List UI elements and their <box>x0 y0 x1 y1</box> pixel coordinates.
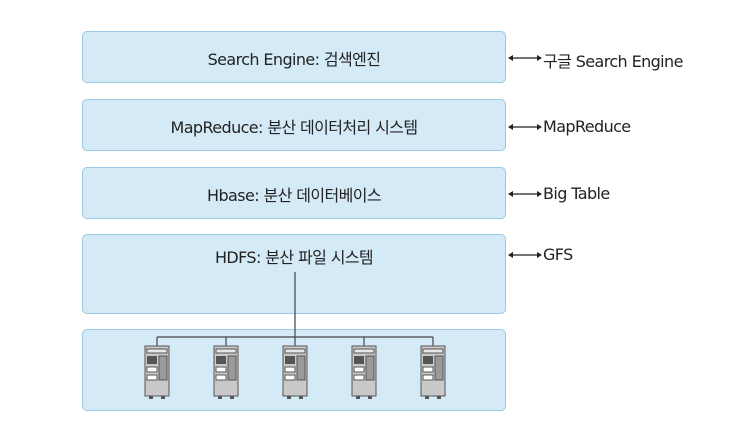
layer-hdfs: HDFS: 분산 파일 시스템 <box>82 234 506 314</box>
layer-hbase-label: Hbase: 분산 데이터베이스 <box>207 186 382 205</box>
double-arrow-icon <box>508 191 542 197</box>
counterpart-hdfs: GFS <box>543 245 573 264</box>
layer-hbase: Hbase: 분산 데이터베이스 <box>82 167 506 219</box>
layer-mapreduce: MapReduce: 분산 데이터처리 시스템 <box>82 99 506 151</box>
double-arrow-icon <box>508 55 542 61</box>
double-arrow-icon <box>508 252 542 258</box>
counterpart-mapreduce: MapReduce <box>543 117 631 136</box>
counterpart-hbase: Big Table <box>543 184 610 203</box>
counterpart-search-engine: 구글 Search Engine <box>543 52 683 71</box>
layer-search-engine: Search Engine: 검색엔진 <box>82 31 506 83</box>
server-cluster-box <box>82 329 506 411</box>
layer-mapreduce-label: MapReduce: 분산 데이터처리 시스템 <box>170 118 419 137</box>
layer-hdfs-label: HDFS: 분산 파일 시스템 <box>214 248 374 267</box>
layer-search-engine-label: Search Engine: 검색엔진 <box>207 50 381 69</box>
double-arrow-icon <box>508 124 542 130</box>
